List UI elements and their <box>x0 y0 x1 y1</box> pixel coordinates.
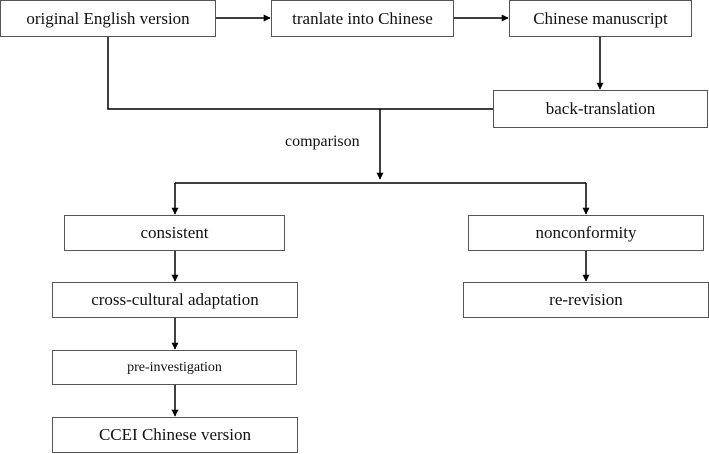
node-original-english-version: original English version <box>0 0 216 37</box>
line-original-to-back-translation <box>107 37 493 110</box>
node-chinese-manuscript: Chinese manuscript <box>509 0 692 37</box>
node-consistent: consistent <box>64 215 285 251</box>
label-comparison: comparison <box>285 133 360 150</box>
node-translate-into-chinese: tranlate into Chinese <box>271 0 454 37</box>
node-re-revision: re-revision <box>463 282 709 318</box>
node-pre-investigation: pre-investigation <box>52 350 297 385</box>
node-cross-cultural-adaptation: cross-cultural adaptation <box>52 282 298 318</box>
node-nonconformity: nonconformity <box>468 215 704 251</box>
node-back-translation: back-translation <box>493 90 708 128</box>
node-ccei-chinese-version: CCEI Chinese version <box>52 417 298 453</box>
